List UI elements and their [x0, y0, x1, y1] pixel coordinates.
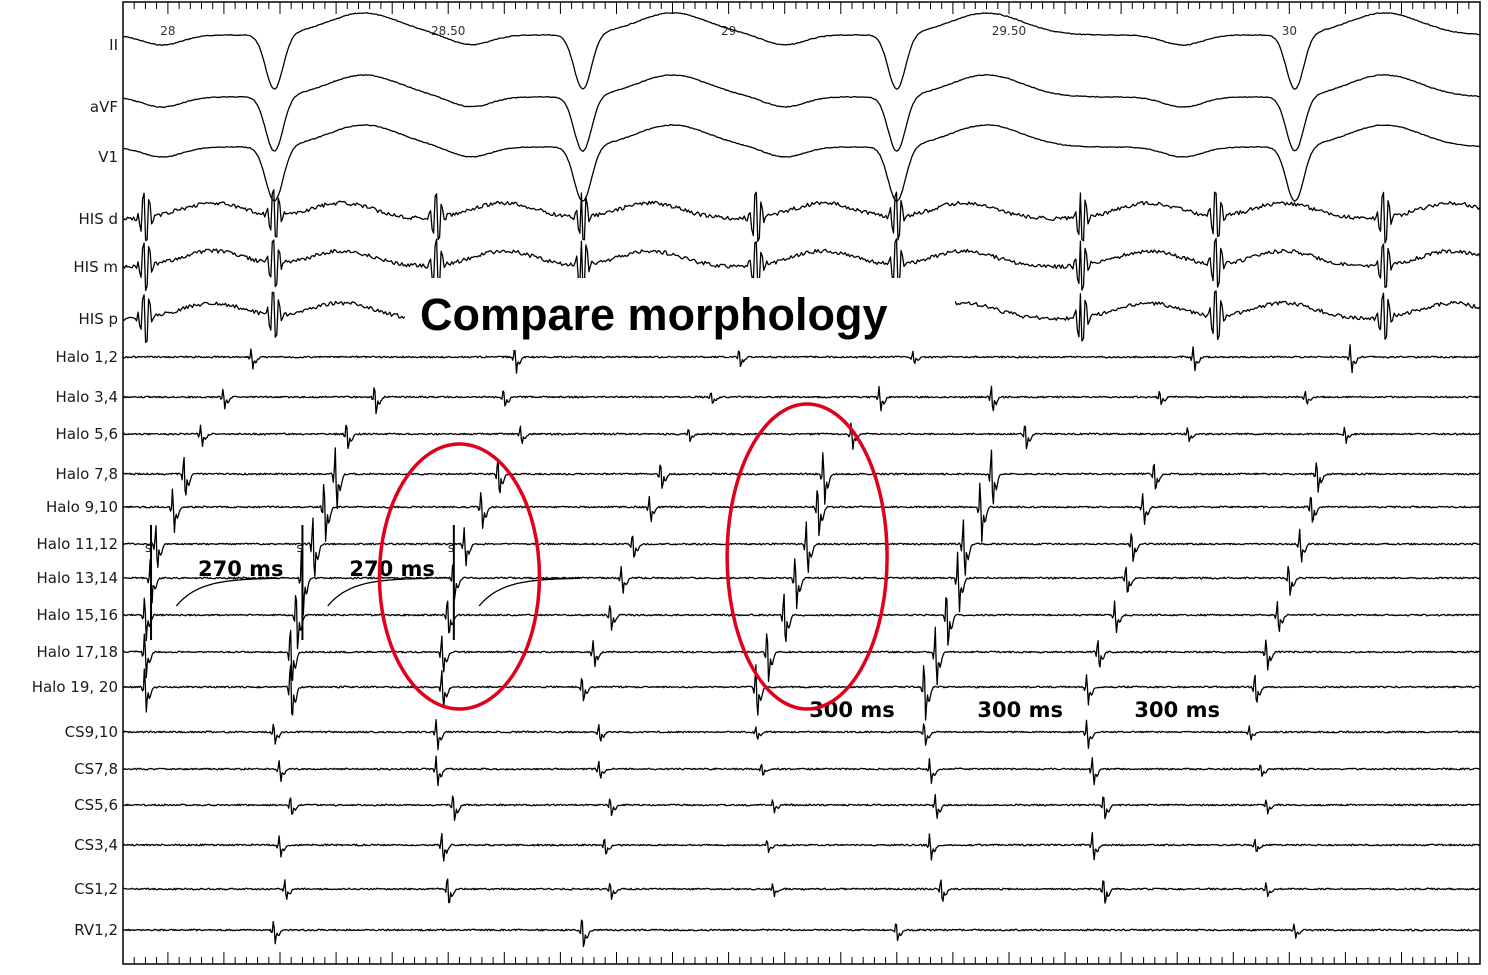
channel-label: Halo 1,2	[56, 348, 118, 366]
trace-ii	[122, 12, 1481, 90]
trace-cs5-6	[122, 793, 1481, 821]
time-tick-label: 30	[1282, 24, 1297, 38]
stimulus-label: S	[296, 544, 302, 555]
trace-halo-13-14	[122, 551, 1481, 616]
interval-labels: 270 ms 270 ms 300 ms 300 ms 300 ms	[198, 557, 1220, 722]
channel-label: Halo 17,18	[36, 643, 118, 661]
time-tick-label: 29.50	[992, 24, 1026, 38]
trace-rv1-2	[122, 919, 1481, 948]
stimulus-recovery-curve	[478, 577, 580, 607]
callout-group: Compare morphology	[405, 278, 955, 350]
channel-label: aVF	[90, 98, 118, 116]
channel-label: Halo 7,8	[56, 465, 118, 483]
trace-halo-19-20	[122, 664, 1481, 721]
interval-label: 300 ms	[1134, 698, 1220, 722]
channel-label: Halo 19, 20	[32, 678, 118, 696]
interval-label: 270 ms	[198, 557, 284, 581]
channel-label: CS3,4	[74, 836, 118, 854]
channel-label: Halo 13,14	[36, 569, 118, 587]
interval-label: 270 ms	[349, 557, 435, 581]
channel-label: HIS m	[73, 258, 118, 276]
channel-label: HIS d	[78, 210, 118, 228]
channel-label: Halo 15,16	[36, 606, 118, 624]
trace-cs9-10	[122, 719, 1481, 751]
channel-label: CS9,10	[65, 723, 118, 741]
stimulus-label: S	[448, 544, 454, 555]
plot-frame	[122, 1, 1481, 965]
channel-label: Halo 5,6	[56, 425, 118, 443]
trace-halo-5-6	[122, 422, 1481, 450]
trace-his-m	[122, 237, 1481, 292]
channel-traces	[122, 12, 1481, 948]
channel-label: Halo 3,4	[56, 388, 118, 406]
highlight-ellipse	[725, 402, 889, 711]
time-tick-label: 28.50	[431, 24, 465, 38]
trace-avf	[122, 73, 1481, 153]
trace-halo-3-4	[122, 385, 1481, 415]
callout-background	[405, 278, 955, 350]
trace-cs3-4	[122, 831, 1481, 862]
trace-halo-17-18	[122, 626, 1480, 686]
channel-label: II	[109, 36, 118, 54]
time-tick-label: 29	[721, 24, 736, 38]
trace-his-d	[122, 189, 1481, 244]
highlight-ellipse	[377, 442, 542, 711]
channel-label: HIS p	[78, 310, 118, 328]
channel-label: Halo 9,10	[46, 498, 118, 516]
channel-label: CS7,8	[74, 760, 118, 778]
time-axis-ticks	[133, 2, 1481, 964]
channel-label: Halo 11,12	[36, 535, 118, 553]
trace-halo-7-8	[122, 447, 1480, 510]
trace-halo-11-12	[122, 517, 1481, 577]
callout-text: Compare morphology	[420, 289, 888, 340]
interval-label: 300 ms	[977, 698, 1063, 722]
channel-label: CS1,2	[74, 880, 118, 898]
channel-label: V1	[98, 148, 118, 166]
stimulus-recovery-curve	[175, 577, 278, 607]
time-axis-labels: 28 28.50 29 29.50 30	[160, 24, 1297, 38]
trace-cs7-8	[123, 755, 1481, 787]
time-tick-label: 28	[160, 24, 175, 38]
highlight-ellipses	[377, 402, 889, 711]
trace-halo-1-2	[122, 343, 1481, 374]
trace-v1	[122, 124, 1481, 203]
channel-label: CS5,6	[74, 796, 118, 814]
stimulus-label: S	[145, 544, 151, 555]
trace-halo-15-16	[122, 593, 1481, 650]
trace-cs1-2	[122, 878, 1481, 904]
channel-label: RV1,2	[74, 921, 118, 939]
interval-label: 300 ms	[809, 698, 895, 722]
trace-halo-9-10	[122, 482, 1481, 543]
